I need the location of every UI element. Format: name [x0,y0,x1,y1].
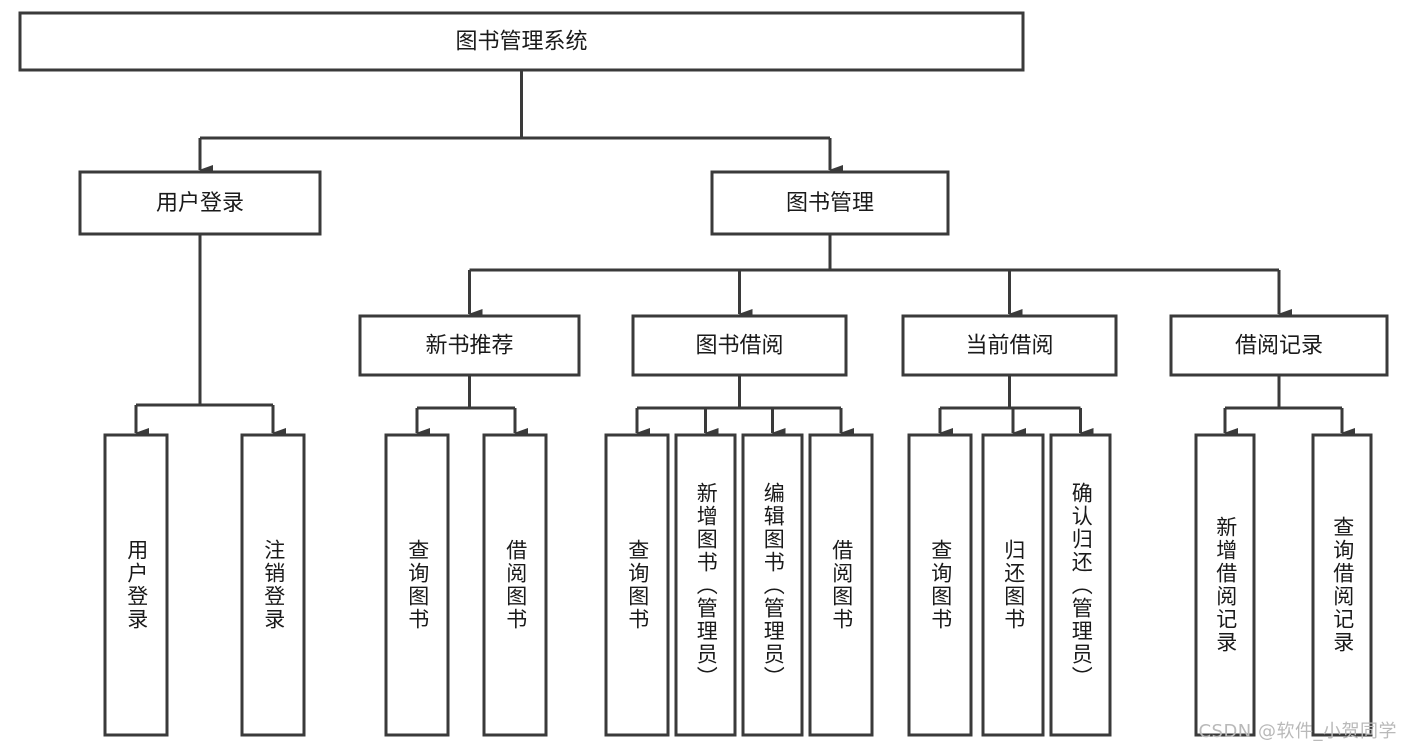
node-new-book-recommend[interactable] [358,314,581,377]
node-current-borrow-label: 当前借阅 [965,334,1053,359]
node-book-borrow[interactable] [631,314,848,377]
leaf-leaf-confirm-return-admin[interactable] [1049,433,1112,737]
leaf-leaf-query-book-3[interactable] [907,433,973,737]
leaf-leaf-query-book-2[interactable] [604,433,670,737]
leaf-leaf-user-login[interactable] [103,433,169,737]
node-book-manage-label: 图书管理 [786,191,874,216]
leaf-leaf-borrow-book-1[interactable] [482,433,548,737]
leaf-leaf-logout-login[interactable] [240,433,306,737]
leaf-leaf-borrow-book-2[interactable] [808,433,874,737]
leaf-leaf-query-borrow-record[interactable] [1311,433,1373,737]
node-root-label: 图书管理系统 [455,30,587,55]
leaf-leaf-edit-book-admin[interactable] [741,433,804,737]
leaf-leaf-add-borrow-record[interactable] [1194,433,1256,737]
node-book-manage[interactable] [710,170,950,236]
node-current-borrow[interactable] [901,314,1118,377]
node-book-borrow-label: 图书借阅 [695,334,783,359]
node-user-login[interactable] [78,170,322,236]
node-borrow-record-label: 借阅记录 [1235,334,1323,359]
boxes-layer [18,11,1389,737]
leaf-leaf-return-book[interactable] [981,433,1045,737]
watermark-text: CSDN @软件_小贺同学 [1198,721,1397,742]
leaf-leaf-add-book-admin[interactable] [674,433,737,737]
node-borrow-record[interactable] [1169,314,1389,377]
node-new-book-recommend-label: 新书推荐 [425,334,513,359]
connectors-layer [134,70,1355,438]
node-root[interactable] [18,11,1025,72]
leaf-leaf-query-book-1[interactable] [384,433,450,737]
node-user-login-label: 用户登录 [156,191,244,216]
